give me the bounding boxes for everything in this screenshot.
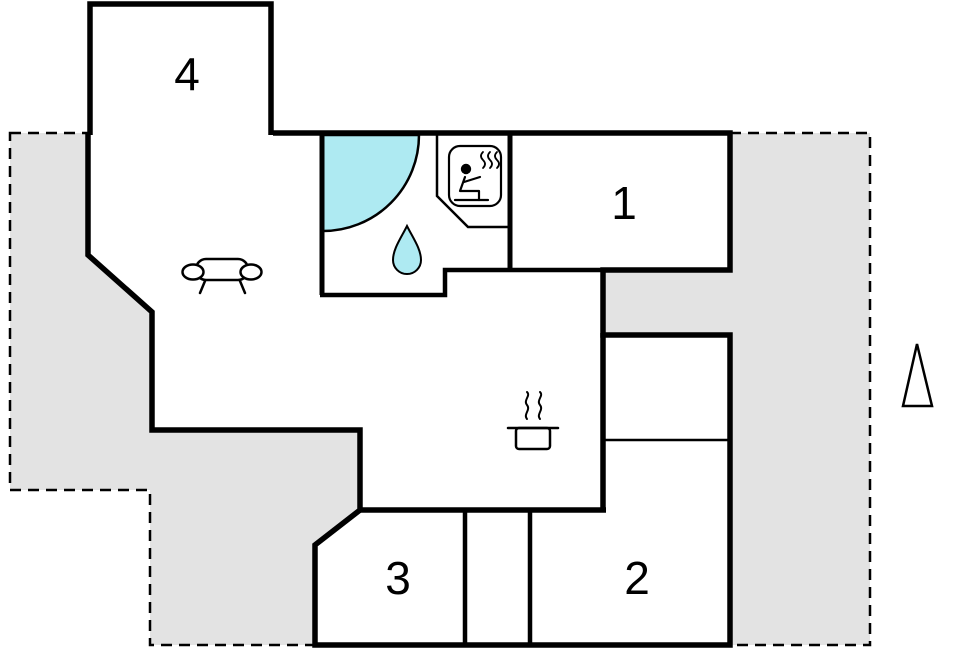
cooking-pot-steam-icon	[506, 391, 560, 451]
sauna-wall	[435, 135, 510, 229]
room-1-label: 1	[611, 177, 637, 229]
room-3-label: 3	[385, 552, 411, 604]
bathroom-bottom-wall	[320, 267, 605, 298]
shower-quarter-circle-icon	[321, 133, 421, 233]
room-4-label: 4	[174, 48, 200, 100]
sauna-person-steam-icon	[447, 144, 503, 208]
room-4-wall	[87, 1, 274, 135]
building-footprint	[88, 133, 730, 645]
north-arrow-icon	[901, 343, 934, 408]
exterior-wall	[85, 130, 733, 648]
room-2-label: 2	[624, 552, 650, 604]
water-drop-icon	[391, 223, 423, 275]
sofa-icon	[181, 257, 263, 295]
room-4-area	[88, 2, 273, 135]
